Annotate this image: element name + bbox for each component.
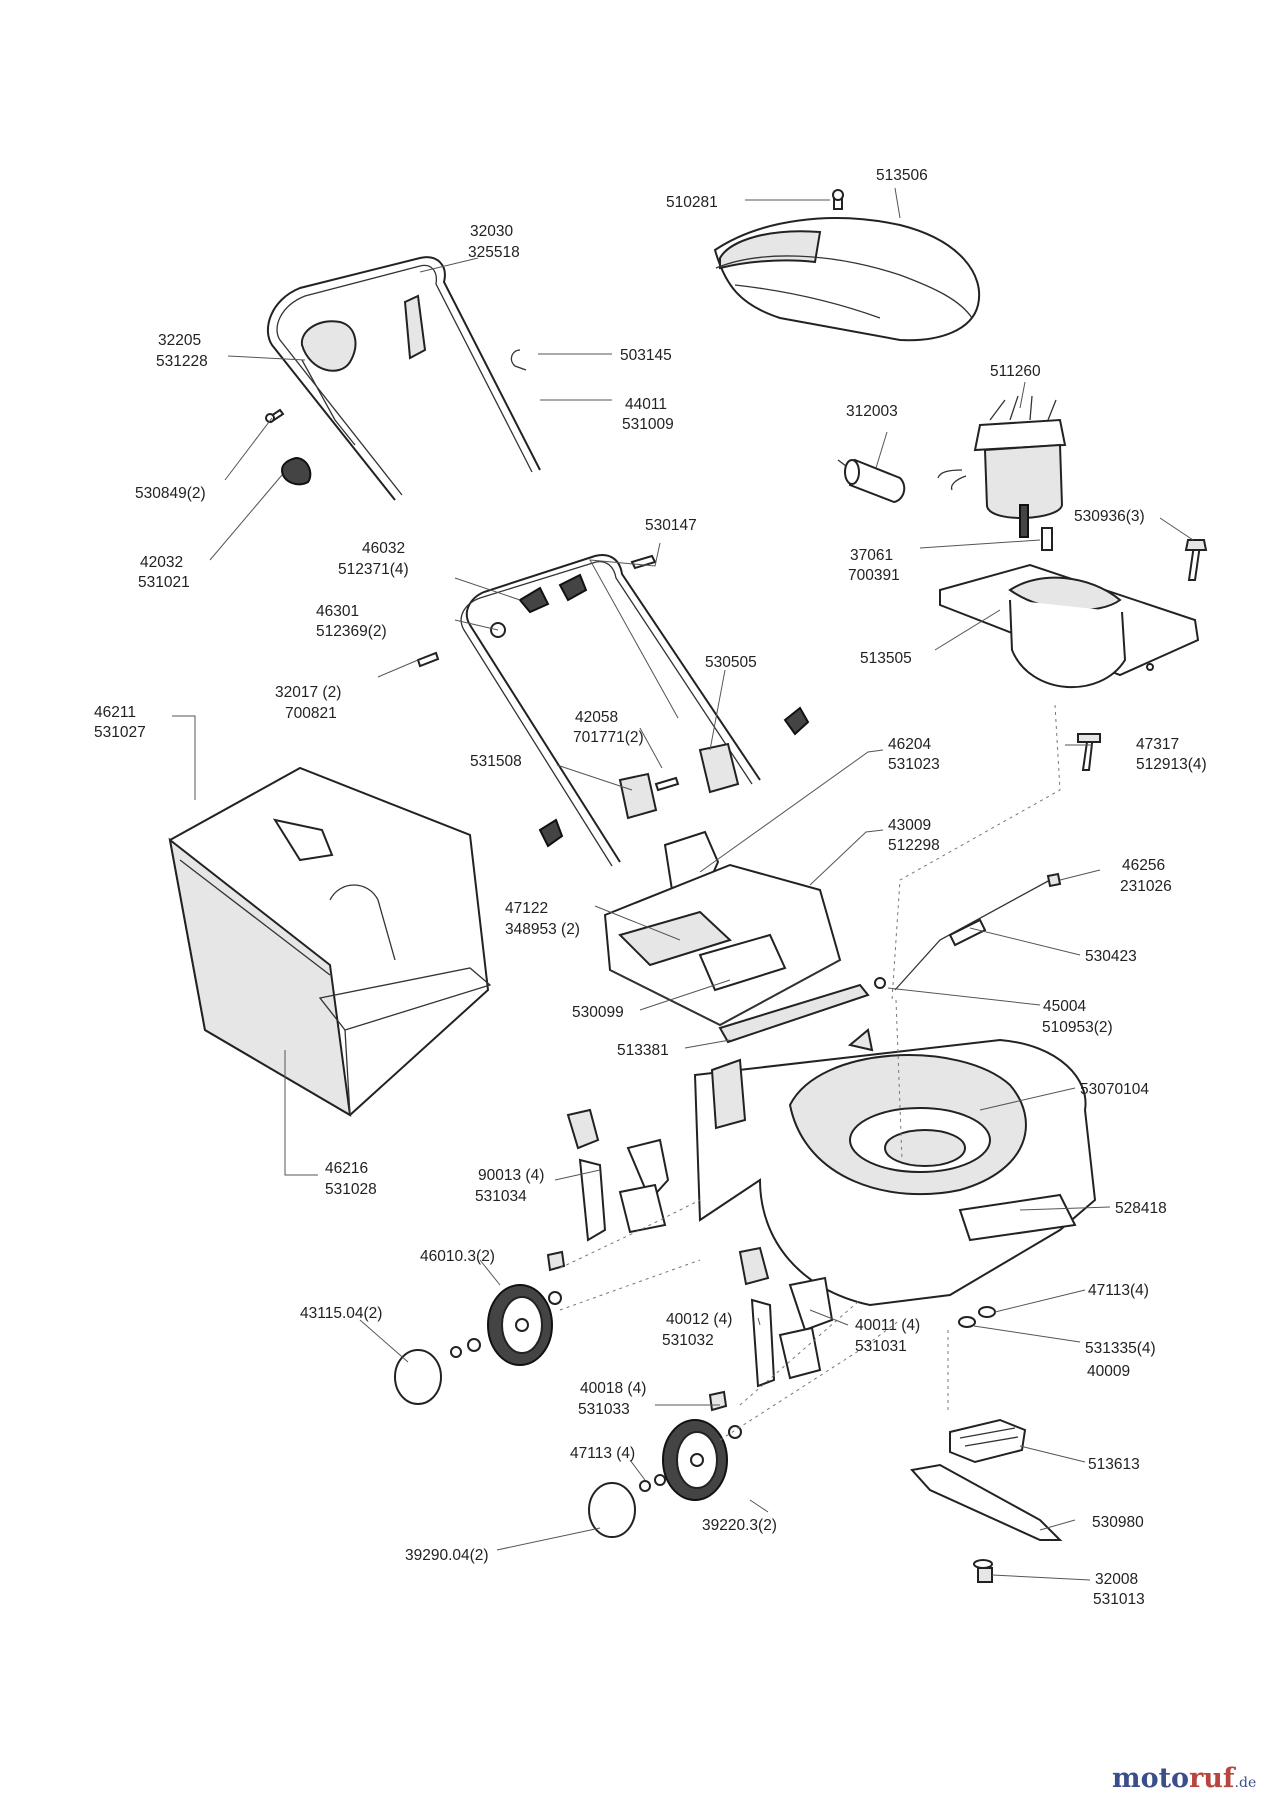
label-513381: 513381 [617, 1042, 669, 1059]
key-and-screw [1041, 527, 1208, 581]
label-46211: 46211 [94, 704, 136, 721]
label-46204: 46204 [888, 736, 931, 753]
label-47317: 47317 [1136, 736, 1179, 753]
label-510953: 510953(2) [1042, 1019, 1113, 1036]
blade-assembly [910, 1306, 1063, 1583]
switch-box [603, 830, 842, 1027]
motor-cover [713, 189, 981, 342]
pull-cable [874, 872, 1062, 991]
label-530099: 530099 [572, 1004, 624, 1021]
label-531335: 531335(4) [1085, 1340, 1156, 1357]
label-530849: 530849(2) [135, 485, 206, 502]
label-46256: 46256 [1122, 857, 1165, 874]
label-531034: 531034 [475, 1188, 527, 1205]
label-513505: 513505 [860, 650, 912, 667]
capacitor [837, 458, 906, 504]
label-700821: 700821 [285, 705, 337, 722]
assembly-lines [559, 704, 1061, 1441]
label-32008: 32008 [1095, 1571, 1138, 1588]
label-530936: 530936(3) [1074, 508, 1145, 525]
electric-motor [937, 395, 1067, 538]
label-40009: 40009 [1087, 1363, 1130, 1380]
label-47113-wheel: 47113 (4) [570, 1445, 635, 1462]
label-348953: 348953 (2) [505, 921, 580, 938]
handle-clamps [618, 742, 740, 820]
label-512371: 512371(4) [338, 561, 409, 578]
lower-handle [416, 554, 810, 867]
label-32205: 32205 [158, 332, 201, 349]
label-531023: 531023 [888, 756, 940, 773]
label-42032: 42032 [140, 554, 183, 571]
motor-housing [939, 563, 1200, 689]
label-40011: 40011 (4) [855, 1317, 920, 1334]
label-528418: 528418 [1115, 1200, 1167, 1217]
label-531027: 531027 [94, 724, 146, 741]
upper-handle [266, 256, 541, 501]
label-44011: 44011 [625, 396, 667, 413]
label-512298: 512298 [888, 837, 940, 854]
housing-screw [1077, 733, 1101, 771]
label-43115-04: 43115.04(2) [300, 1305, 382, 1322]
label-530423: 530423 [1085, 948, 1137, 965]
label-42058: 42058 [575, 709, 618, 726]
label-513613: 513613 [1088, 1456, 1140, 1473]
label-46032: 46032 [362, 540, 405, 557]
label-503145: 503145 [620, 347, 672, 364]
label-39290-04: 39290.04(2) [405, 1547, 489, 1564]
label-700391: 700391 [848, 567, 900, 584]
label-47122: 47122 [505, 900, 548, 917]
label-531031: 531031 [855, 1338, 907, 1355]
label-53070104: 53070104 [1080, 1081, 1149, 1098]
watermark-suffix: .de [1235, 1775, 1257, 1791]
label-531033: 531033 [578, 1401, 630, 1418]
label-37061: 37061 [850, 547, 893, 564]
label-531013: 531013 [1093, 1591, 1145, 1608]
watermark-brand-b: ruf [1189, 1763, 1237, 1794]
label-511260: 511260 [990, 363, 1041, 380]
label-47113-deck: 47113(4) [1088, 1282, 1149, 1299]
label-43009: 43009 [888, 817, 931, 834]
label-530505: 530505 [705, 654, 757, 671]
front-wheel [588, 1390, 742, 1538]
label-90013: 90013 (4) [478, 1167, 544, 1184]
label-231026: 231026 [1120, 878, 1172, 895]
label-531009: 531009 [622, 416, 674, 433]
label-531028: 531028 [325, 1181, 377, 1198]
label-312003: 312003 [846, 403, 898, 420]
grass-catcher [168, 766, 492, 1117]
label-32030: 32030 [470, 223, 513, 240]
label-701771: 701771(2) [573, 729, 644, 746]
label-46010-3: 46010.3(2) [420, 1248, 495, 1265]
label-32017: 32017 (2) [275, 684, 341, 701]
label-512369: 512369(2) [316, 623, 387, 640]
leader-lines [172, 187, 1194, 1581]
label-531021: 531021 [138, 574, 190, 591]
label-531508: 531508 [470, 753, 522, 770]
label-39220-3: 39220.3(2) [702, 1517, 777, 1534]
label-512913: 512913(4) [1136, 756, 1207, 773]
svg-text:motoruf.de: motoruf.de [1112, 1763, 1256, 1794]
label-40012: 40012 (4) [666, 1311, 732, 1328]
part-labels: 513506 510281 32030 325518 32205 531228 … [94, 167, 1207, 1608]
label-531032: 531032 [662, 1332, 714, 1349]
watermark-brand-a: moto [1112, 1763, 1189, 1794]
bracket-strip [718, 983, 870, 1044]
label-45004: 45004 [1043, 998, 1086, 1015]
handle-screw-and-knob [265, 408, 312, 486]
height-adjusters [566, 1108, 834, 1388]
label-325518: 325518 [468, 244, 520, 261]
label-530980: 530980 [1092, 1514, 1144, 1531]
label-40018: 40018 (4) [580, 1380, 646, 1397]
label-530147: 530147 [645, 517, 697, 534]
label-513506: 513506 [876, 167, 928, 184]
label-46216: 46216 [325, 1160, 368, 1177]
label-46301: 46301 [316, 603, 359, 620]
rear-wheel [394, 1250, 566, 1405]
label-531228: 531228 [156, 353, 208, 370]
label-510281: 510281 [666, 194, 718, 211]
watermark-logo: motoruf.de [1112, 1763, 1256, 1794]
